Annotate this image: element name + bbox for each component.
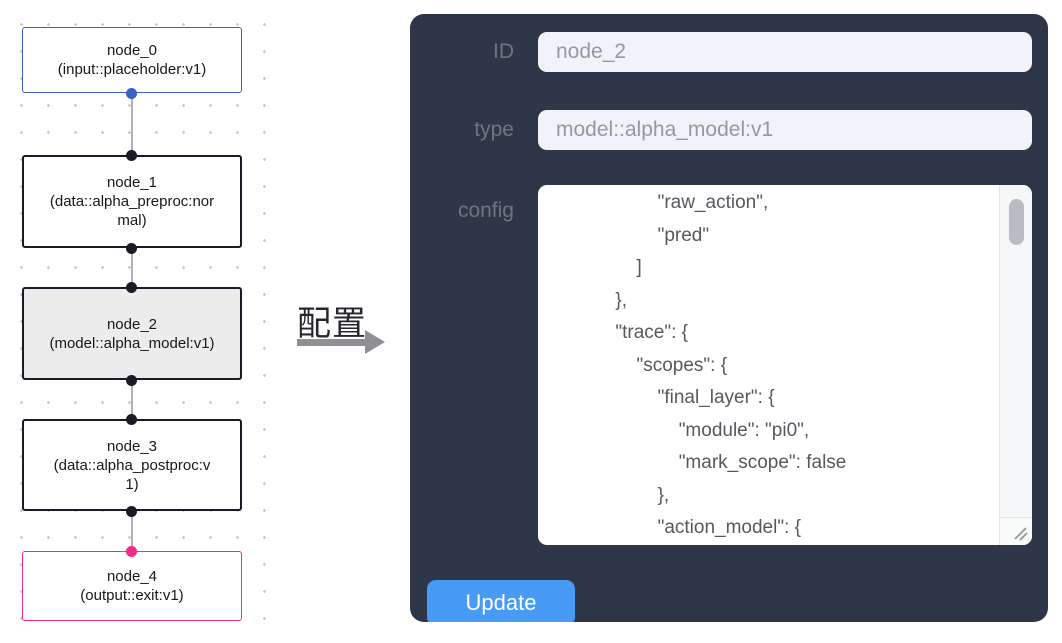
flow-node-node_0[interactable]: node_0(input::placeholder:v1) <box>22 27 242 93</box>
type-field-label: type <box>474 118 514 141</box>
edge-node_1-node_2 <box>131 248 133 287</box>
node-label: node_0(input::placeholder:v1) <box>57 42 207 78</box>
config-editor[interactable]: "raw_action", "pred" ] }, "trace": { "sc… <box>538 185 1032 545</box>
handle-node_2-source[interactable] <box>126 375 137 386</box>
node-config-panel: ID type config "raw_action", "pred" ] },… <box>410 14 1048 622</box>
handle-node_0-source[interactable] <box>126 88 137 99</box>
update-button[interactable]: Update <box>427 580 575 622</box>
flow-node-node_3[interactable]: node_3(data::alpha_postproc:v1) <box>22 419 242 511</box>
scrollbar-track[interactable] <box>999 185 1032 545</box>
arrow-right-icon <box>297 339 367 346</box>
handle-node_2-target[interactable] <box>126 282 137 293</box>
type-input[interactable] <box>538 110 1032 150</box>
node-label: node_2(model::alpha_model:v1) <box>49 315 215 352</box>
node-label: node_1(data::alpha_preproc:normal) <box>49 174 215 229</box>
resize-grip-icon[interactable] <box>1011 524 1029 542</box>
arrow-right-icon-head <box>365 330 385 354</box>
id-field-label: ID <box>493 40 514 63</box>
edge-node_0-node_1 <box>131 93 133 155</box>
config-annotation-label: 配置 <box>297 305 367 343</box>
node-label: node_3(data::alpha_postproc:v1) <box>53 437 211 493</box>
flow-node-node_2-selected[interactable]: node_2(model::alpha_model:v1) <box>22 287 242 380</box>
flow-node-node_1[interactable]: node_1(data::alpha_preproc:normal) <box>22 155 242 248</box>
scrollbar-thumb[interactable] <box>1009 199 1024 245</box>
scrollbar-corner <box>999 517 1032 545</box>
config-field-label: config <box>457 199 514 222</box>
id-input[interactable] <box>538 32 1032 72</box>
config-json-text[interactable]: "raw_action", "pred" ] }, "trace": { "sc… <box>615 192 847 538</box>
flow-canvas[interactable]: node_0(input::placeholder:v1) node_1(dat… <box>0 0 266 643</box>
handle-node_1-target[interactable] <box>126 150 137 161</box>
handle-node_3-source[interactable] <box>126 506 137 517</box>
node-label: node_4(output::exit:v1) <box>80 568 184 604</box>
handle-node_1-source[interactable] <box>126 243 137 254</box>
panel-canvas-background: ID type config "raw_action", "pred" ] },… <box>395 0 1062 631</box>
handle-node_3-target[interactable] <box>126 414 137 425</box>
flow-node-node_4[interactable]: node_4(output::exit:v1) <box>22 551 242 621</box>
edge-node_3-node_4 <box>131 511 133 551</box>
handle-node_4-target[interactable] <box>126 546 137 557</box>
edge-node_2-node_3 <box>131 380 133 419</box>
